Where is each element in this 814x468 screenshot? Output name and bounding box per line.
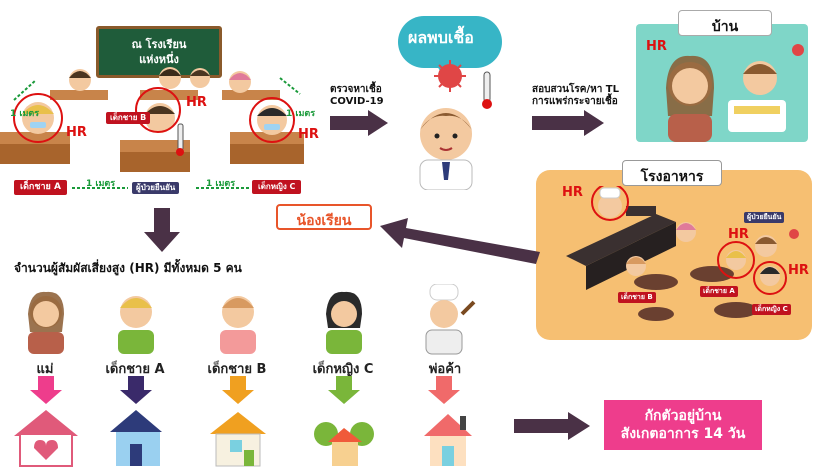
investigate-label: สอบสวนโรค/หา TL การแพร่กระจายเชื้อ xyxy=(532,84,619,108)
arrow-classroom-down xyxy=(144,208,180,252)
classroom-scene: ณ โรงเรียน แห่งหนึ่ง xyxy=(0,0,320,210)
canteen-illustration xyxy=(566,186,799,321)
arrow-to-result xyxy=(330,110,388,136)
canteen-tag-b: เด็กชาย B xyxy=(618,292,656,303)
arrow-to-home xyxy=(532,110,604,136)
houses-illustration xyxy=(14,376,472,467)
canteen-tag-c: เด็กหญิง C xyxy=(752,304,791,315)
home-illustration xyxy=(666,44,804,142)
canteen-label: โรงอาหาร xyxy=(622,160,722,186)
quarantine-line-2: สังเกตอาการ 14 วัน xyxy=(620,426,746,442)
hr-mark-a: HR xyxy=(66,125,87,140)
people-illustrations xyxy=(28,284,476,355)
person-label-girl-c: เด็กหญิง C xyxy=(312,362,374,377)
covid-check-label: ตรวจหาเชื้อ COVID-19 xyxy=(330,84,384,108)
hr-summary: จำนวนผู้สัมผัสเสี่ยงสูง (HR) มีทั้งหมด 5… xyxy=(14,261,242,275)
distance-label-left: 1 เมตร xyxy=(10,109,40,119)
check-line-2: COVID-19 xyxy=(330,96,384,107)
result-text: ผลพบเชื้อ xyxy=(408,28,474,47)
home-label: บ้าน xyxy=(678,10,772,36)
board-line-1: ณ โรงเรียน xyxy=(131,38,187,51)
hr-mark-b: HR xyxy=(186,95,207,110)
distance-label-bottom-left: 1 เมตร xyxy=(86,179,116,189)
student-tag-b: เด็กชาย B xyxy=(106,112,151,124)
person-label-mother: แม่ xyxy=(36,362,54,377)
canteen-tag-a: เด็กชาย A xyxy=(700,286,738,297)
canteen-hr-chef: HR xyxy=(562,185,583,200)
canteen-tag-patient: ผู้ป่วยยืนยัน xyxy=(744,212,785,223)
distance-label-right: 1 เมตร xyxy=(286,109,316,119)
arrow-to-quarantine xyxy=(514,412,590,440)
quarantine-line-1: กักตัวอยู่บ้าน xyxy=(644,408,722,424)
board-line-2: แห่งหนึ่ง xyxy=(139,53,179,66)
classroom-illustration xyxy=(0,67,304,189)
person-label-merchant: พ่อค้า xyxy=(428,362,462,377)
quarantine-box: กักตัวอยู่บ้าน สังเกตอาการ 14 วัน xyxy=(604,400,762,450)
check-line-1: ตรวจหาเชื้อ xyxy=(330,84,382,95)
student-tag-patient: ผู้ป่วยยืนยัน xyxy=(132,182,180,194)
classmates-label: น้องเรียน xyxy=(276,204,372,230)
student-tag-a: เด็กชาย A xyxy=(14,180,67,195)
person-label-boy-a: เด็กชาย A xyxy=(105,362,165,377)
distance-label-bottom-right: 1 เมตร xyxy=(206,179,236,189)
investigate-line-1: สอบสวนโรค/หา TL xyxy=(532,84,619,95)
home-hr-mark: HR xyxy=(646,39,667,54)
person-label-boy-b: เด็กชาย B xyxy=(207,362,267,377)
student-tag-c: เด็กหญิง C xyxy=(252,180,302,194)
investigate-line-2: การแพร่กระจายเชื้อ xyxy=(532,96,618,107)
canteen-hr-c: HR xyxy=(788,263,809,278)
canteen-hr-a: HR xyxy=(728,227,749,242)
patient-illustration xyxy=(419,60,492,190)
chalkboard: ณ โรงเรียน แห่งหนึ่ง xyxy=(96,26,222,78)
arrow-canteen-to-class xyxy=(380,218,540,264)
result-bubble xyxy=(398,16,502,68)
hr-mark-c: HR xyxy=(298,127,319,142)
